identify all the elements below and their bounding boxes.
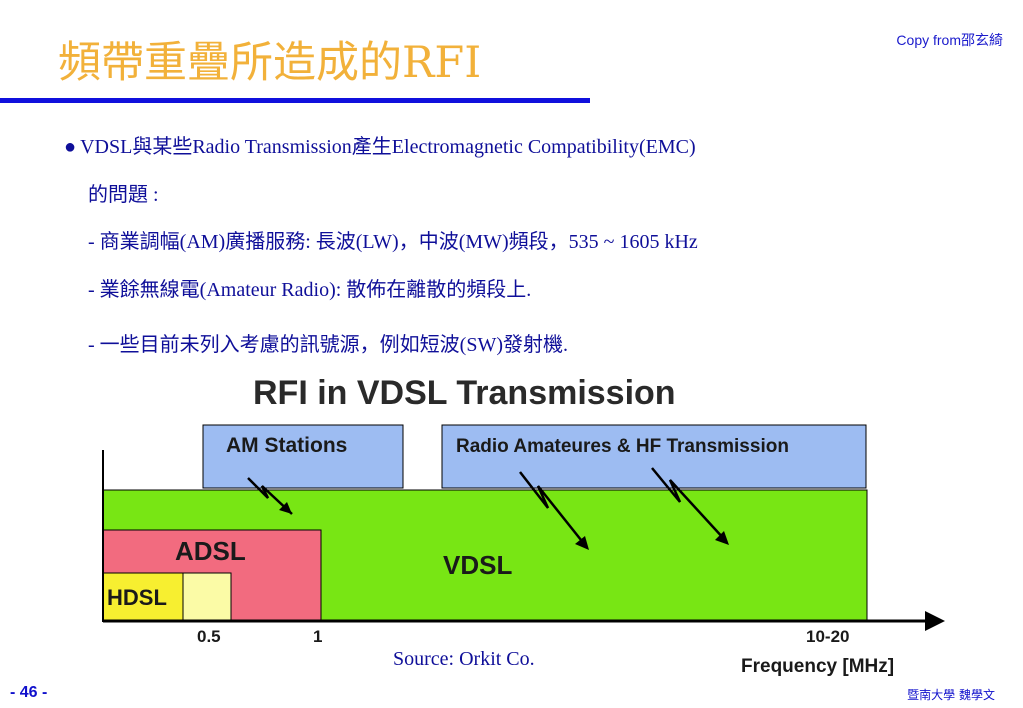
vdsl-label: VDSL	[443, 550, 512, 580]
bullet-line-continued: 的問題 :	[88, 184, 159, 206]
x-axis-arrow-icon	[925, 611, 945, 631]
arrowhead-icon	[715, 531, 729, 545]
sub-item-sw: - 一些目前未列入考慮的訊號源，例如短波(SW)發射機.	[88, 334, 568, 356]
sub-item-amateur: - 業餘無線電(Amateur Radio): 散佈在離散的頻段上.	[88, 279, 532, 301]
radio-amateurs-label: Radio Amateures & HF Transmission	[456, 436, 789, 457]
arrowhead-icon	[279, 502, 292, 514]
am-stations-box	[202, 424, 404, 489]
title-underline	[0, 98, 590, 103]
source-note: Source: Orkit Co.	[393, 648, 535, 670]
copy-credit: Copy from邵玄綺	[896, 32, 1003, 48]
hdsl-band	[102, 572, 184, 621]
footer-credit: 暨南大學 魏學文	[907, 688, 995, 702]
lightning-arrow-icon	[519, 471, 586, 546]
adsl-label: ADSL	[175, 536, 246, 566]
tick-label-0-5: 0.5	[197, 627, 221, 646]
diagram-title: RFI in VDSL Transmission	[253, 374, 676, 412]
bullet-line: ●VDSL與某些Radio Transmission產生Electromagne…	[64, 130, 696, 159]
lightning-arrow-icon	[247, 477, 293, 515]
hdsl-band-extension	[182, 572, 232, 621]
am-stations-label: AM Stations	[226, 434, 347, 457]
arrowhead-icon	[575, 536, 589, 550]
arrowheads	[279, 502, 729, 550]
hdsl-label: HDSL	[107, 585, 167, 610]
tick-label-1: 1	[313, 627, 322, 646]
bullet-text: VDSL與某些Radio Transmission產生Electromagnet…	[80, 136, 696, 158]
lightning-arrow-icon	[651, 467, 726, 541]
page-number: - 46 -	[10, 684, 48, 701]
radio-amateurs-box	[441, 424, 867, 489]
x-axis-label: Frequency [MHz]	[741, 656, 894, 677]
tick-label-10-20: 10-20	[806, 627, 849, 646]
sub-item-am: - 商業調幅(AM)廣播服務: 長波(LW)，中波(MW)頻段，535 ~ 16…	[88, 231, 698, 253]
interference-arrows	[247, 467, 726, 546]
page-title: 頻帶重疊所造成的RFI	[58, 38, 482, 88]
bullet-icon: ●	[64, 136, 77, 158]
